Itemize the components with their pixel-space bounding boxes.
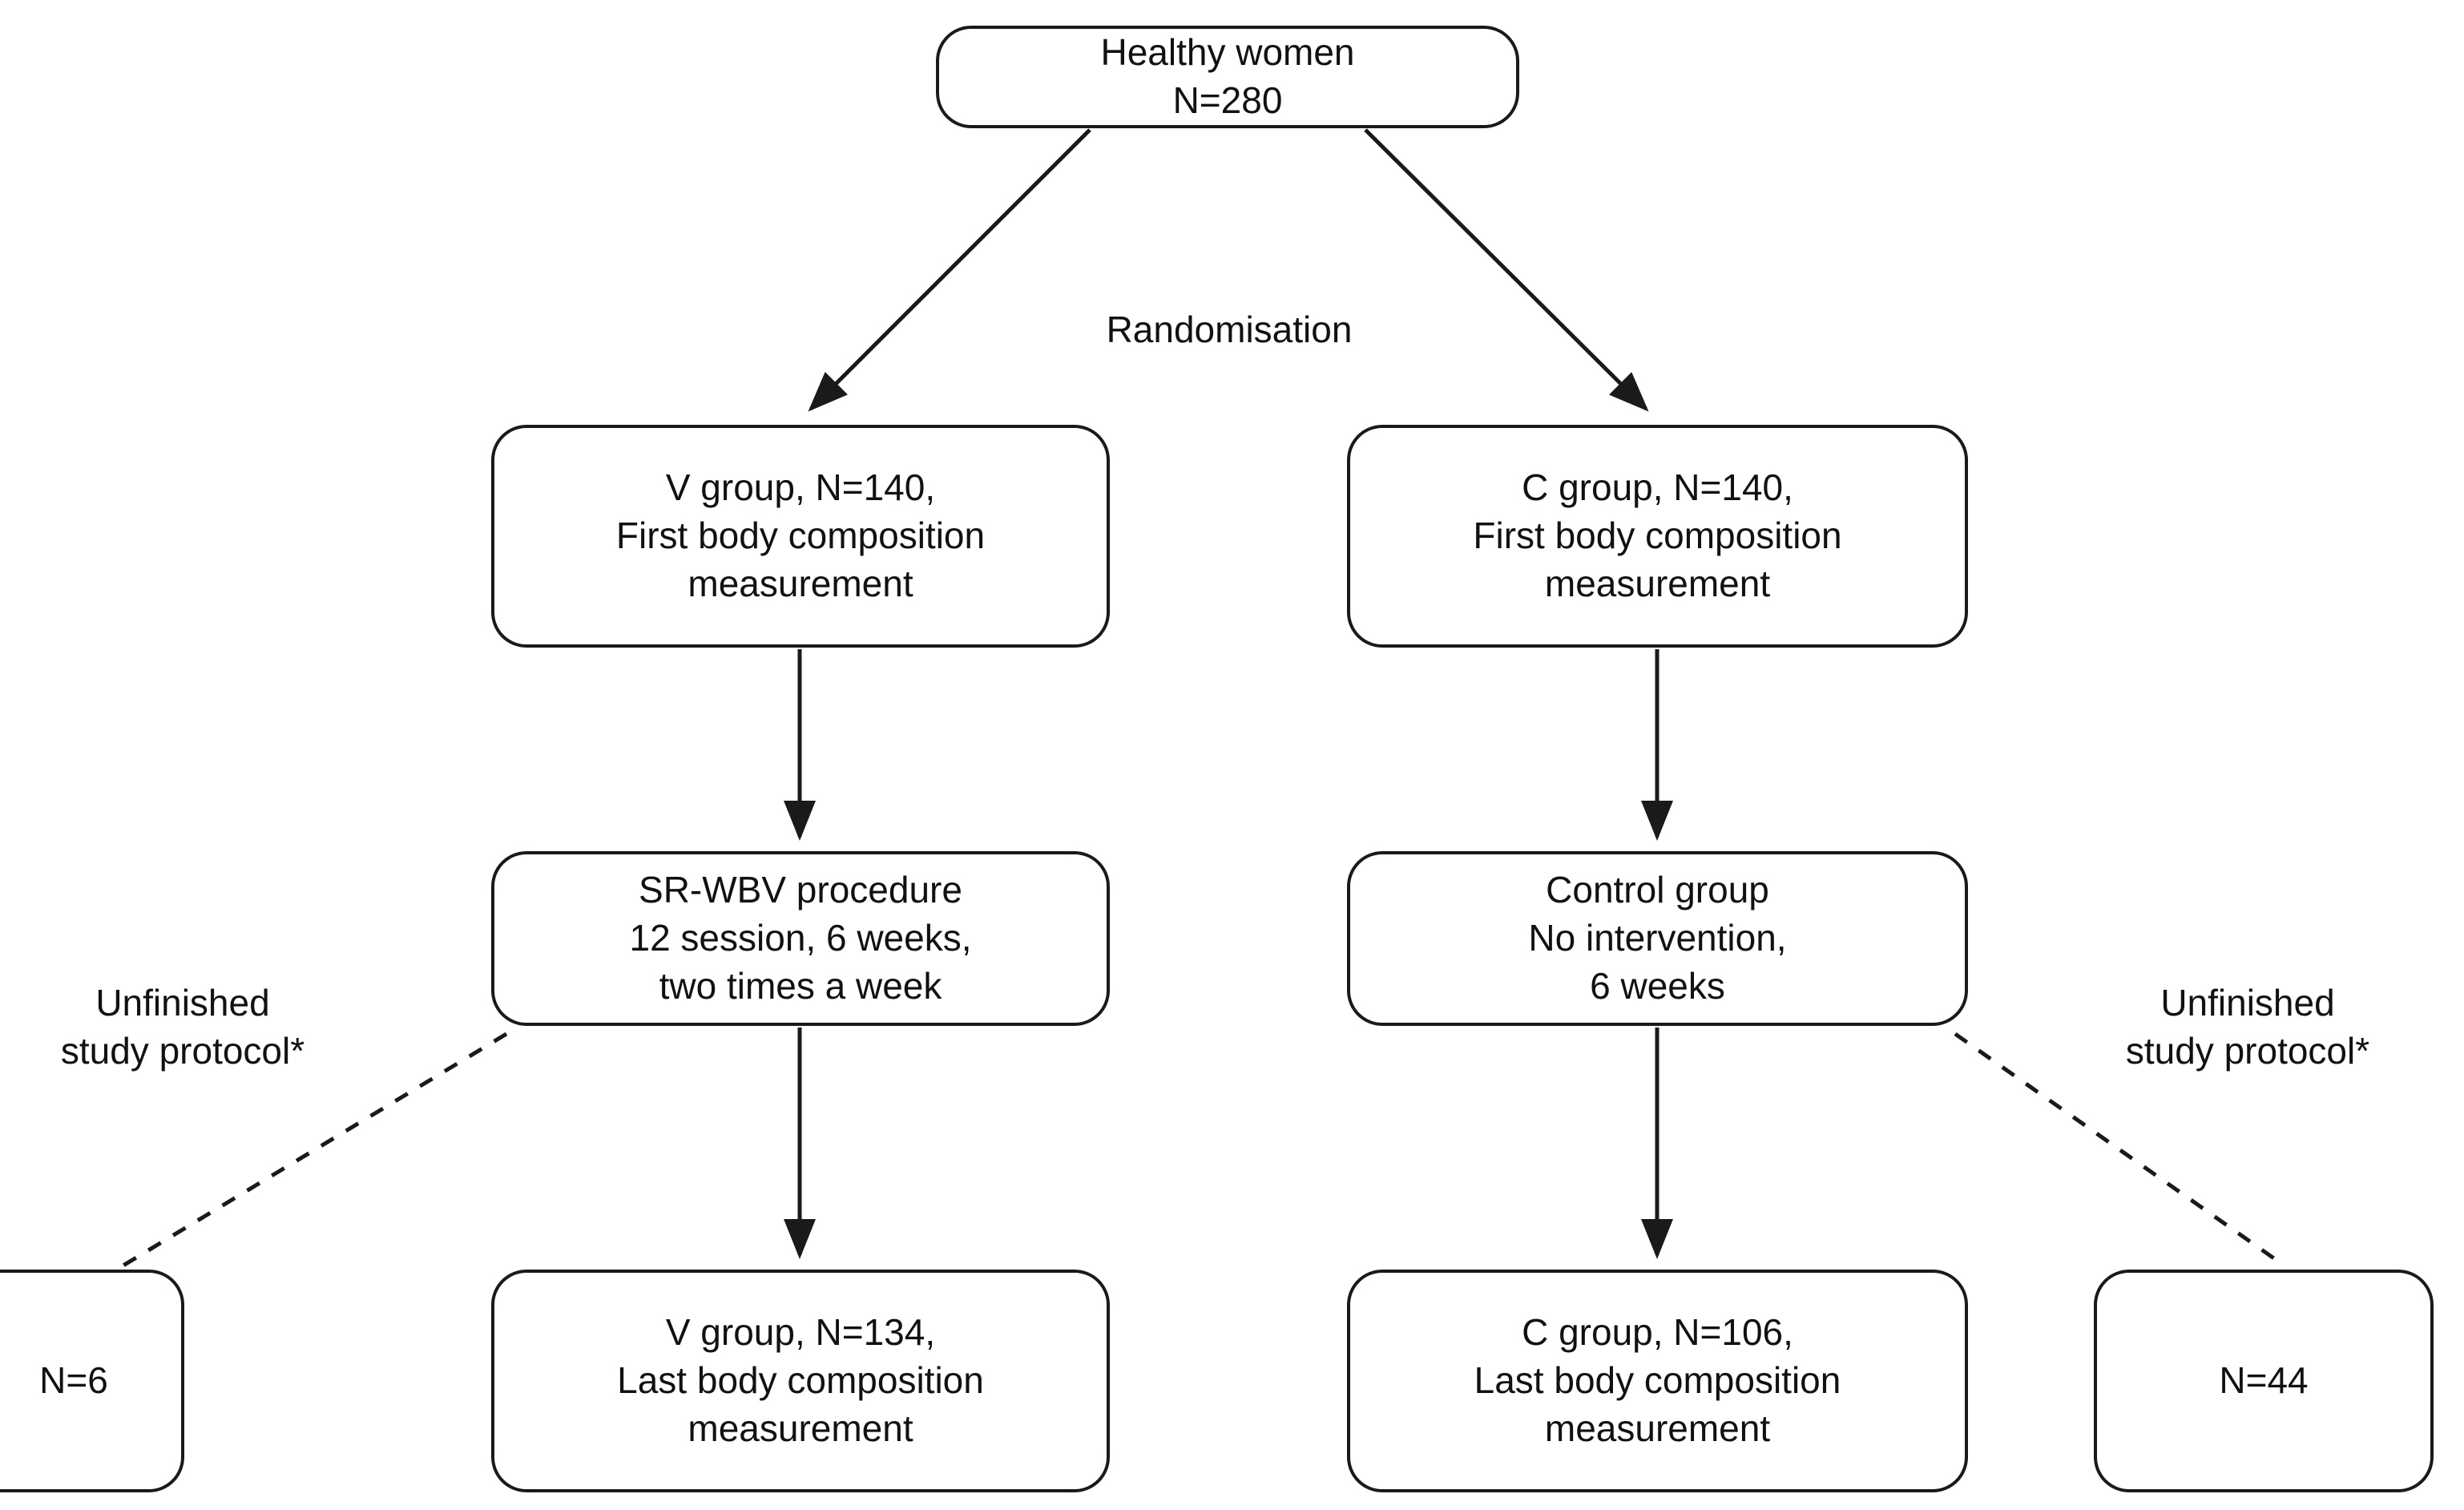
node-c-group-last-measurement[interactable]: C group, N=106, Last body composition me…: [1347, 1270, 1968, 1492]
edge-label-unfinished-protocol-right: Unfinished study protocol*: [2059, 979, 2436, 1076]
edge-label-unfinished-protocol-left: Unfinished study protocol*: [6, 979, 359, 1076]
node-c-group-first-measurement[interactable]: C group, N=140, First body composition m…: [1347, 425, 1968, 648]
node-v-group-dropout-value: N=6: [39, 1359, 108, 1402]
node-c-group-first-line-3: measurement: [1544, 562, 1771, 604]
node-c-group-dropout[interactable]: N=44: [2094, 1270, 2434, 1492]
node-v-group-last-line-2: Last body composition: [617, 1359, 984, 1402]
node-control-group-line-1: Control group: [1546, 869, 1769, 911]
connector-root-to-c-first: [1364, 128, 1649, 412]
node-c-group-first-line-1: C group, N=140,: [1522, 466, 1793, 509]
edge-label-unfinished-protocol-left-line-2: study protocol*: [60, 1029, 305, 1072]
node-v-group-first-line-2: First body composition: [615, 515, 986, 557]
edge-label-unfinished-protocol-right-line-1: Unfinished: [2160, 982, 2335, 1023]
node-srwbv-line-2: 12 session, 6 weeks,: [629, 917, 972, 959]
node-v-group-first-measurement[interactable]: V group, N=140, First body composition m…: [491, 425, 1110, 648]
node-c-group-dropout-value: N=44: [2219, 1359, 2309, 1402]
node-c-group-first-line-2: First body composition: [1473, 515, 1842, 557]
connector-root-to-v-first: [808, 128, 1091, 412]
node-srwbv-procedure[interactable]: SR-WBV procedure 12 session, 6 weeks, tw…: [491, 851, 1110, 1026]
node-srwbv-line-3: two times a week: [659, 964, 942, 1007]
node-control-group-line-3: 6 weeks: [1590, 964, 1725, 1007]
node-c-group-last-line-1: C group, N=106,: [1522, 1311, 1793, 1354]
node-healthy-women-line-1: Healthy women: [1100, 31, 1355, 74]
node-control-group-line-2: No intervention,: [1528, 917, 1787, 959]
node-healthy-women[interactable]: Healthy women N=280: [936, 26, 1519, 128]
node-v-group-last-measurement[interactable]: V group, N=134, Last body composition me…: [491, 1270, 1110, 1492]
node-c-group-last-line-3: measurement: [1544, 1407, 1771, 1449]
node-srwbv-line-1: SR-WBV procedure: [639, 869, 962, 911]
node-v-group-dropout[interactable]: N=6: [0, 1270, 184, 1492]
node-control-group[interactable]: Control group No intervention, 6 weeks: [1347, 851, 1968, 1026]
node-c-group-last-line-2: Last body composition: [1474, 1359, 1841, 1402]
edge-label-unfinished-protocol-left-line-1: Unfinished: [95, 982, 270, 1023]
node-v-group-last-line-1: V group, N=134,: [665, 1311, 936, 1354]
node-healthy-women-line-2: N=280: [1172, 79, 1283, 121]
edge-label-randomisation: Randomisation: [1106, 309, 1353, 350]
node-v-group-last-line-3: measurement: [688, 1407, 913, 1449]
node-v-group-first-line-3: measurement: [688, 562, 913, 604]
node-v-group-first-line-1: V group, N=140,: [665, 466, 936, 509]
edge-label-unfinished-protocol-right-line-2: study protocol*: [2125, 1029, 2370, 1072]
